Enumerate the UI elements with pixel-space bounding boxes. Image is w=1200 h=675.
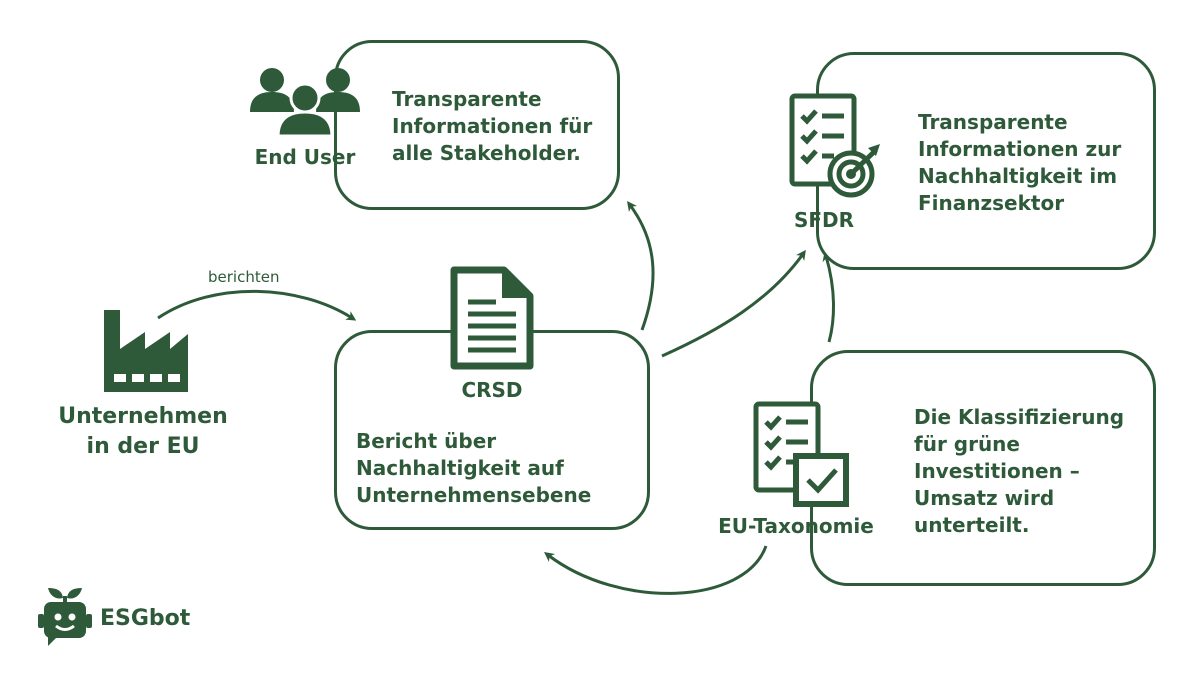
checklist-target-icon — [789, 93, 880, 198]
esgbot-logo-icon — [38, 588, 92, 646]
arrow-taxonomy-to-crsd — [544, 545, 768, 595]
document-icon — [450, 266, 534, 370]
company-label: Unternehmen in der EU — [58, 404, 228, 459]
taxonomy-text: Die Klassifizierung für grüne Investitio… — [914, 405, 1125, 537]
users-icon — [250, 68, 360, 138]
berichten-label: berichten — [208, 268, 280, 286]
taxonomy-label: EU-Taxonomie — [718, 514, 874, 538]
sfdr-label: SFDR — [793, 208, 855, 232]
factory-icon — [104, 310, 188, 392]
crsd-text: Bericht über Nachhaltigkeit auf Unterneh… — [356, 429, 592, 507]
sfdr-text: Transparente Informationen zur Nachhalti… — [918, 110, 1122, 215]
checklist-checkbox-icon — [753, 401, 849, 507]
arrow-taxonomy-to-sfdr — [822, 251, 835, 343]
crsd-label: CRSD — [461, 378, 523, 402]
end-user-label: End User — [254, 145, 356, 169]
end-user-box — [334, 40, 620, 210]
end-user-text: Transparente Informationen für alle Stak… — [392, 87, 593, 165]
arrow-company-to-crsd — [157, 289, 357, 321]
arrow-crsd-to-enduser — [627, 200, 655, 331]
taxonomy-box — [810, 350, 1156, 586]
arrow-crsd-to-sfdr — [661, 249, 806, 358]
brand-name: ESGbot — [100, 606, 191, 631]
